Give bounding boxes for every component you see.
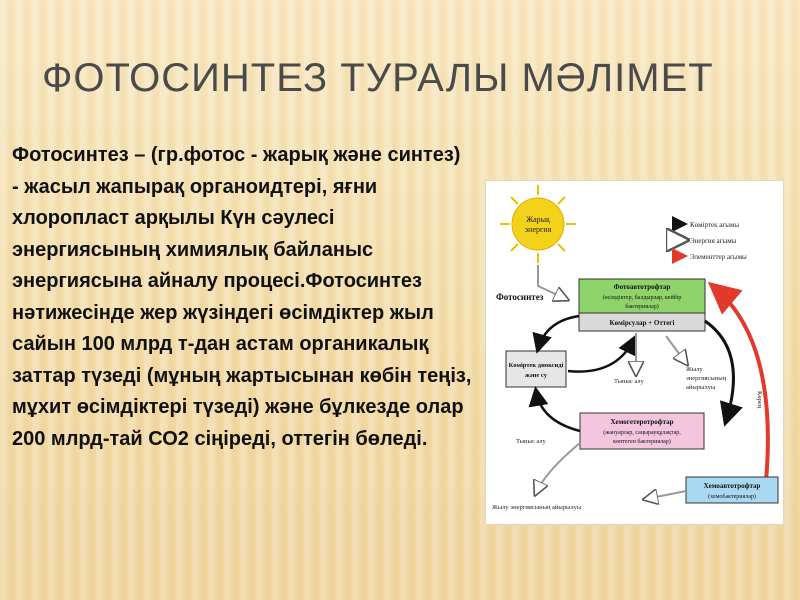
co2-water-label-2: және су [525,372,548,379]
legend-energy-label: Энергия ағымы [690,237,737,245]
chemoautotrophs-title: Хемоавтотрофтар [704,482,761,490]
heat-bottom-label: Жылу энергиясының айырылуы [492,504,582,511]
chemoheterotrophs-box [579,412,705,450]
photoautotrophs-sub-1: (өсімдіктер, балдырлар, кейбір [603,294,682,301]
decay-label: Көрең [756,391,763,409]
co2-water-box [505,350,567,388]
chemoheterotrophs-sub-2: көптеген бактериялар) [613,438,671,445]
carbon-cycle-diagram: Жарық энергия Көміртек ағымы Энергия ағы… [486,181,783,524]
respiration-arrow-bottom [536,442,581,493]
photosynthesis-label: Фотосинтез [496,292,544,302]
carbon-arrow-co2-to-photo [567,334,637,373]
heat-arrow-top [665,335,686,363]
sun-label-1: Жарық [526,215,550,224]
respiration-bottom-label: Тыныс алу [516,438,547,445]
photoautotrophs-sub-2: бактериялар) [625,303,658,310]
chemoheterotrophs-sub-1: (жануарлар, саңырауқұлақтар, [603,429,681,436]
diagram-canvas: Жарық энергия Көміртек ағымы Энергия ағы… [492,185,779,511]
sun-icon [500,185,576,263]
photoautotrophs-title: Фотоавтотрофтар [614,283,671,291]
sun-energy-arrow [537,265,566,299]
heat-label-2: энергиясының [686,375,727,382]
respiration-top-label: Тыныс алу [614,378,645,385]
legend-elements-label: Элементтер ағымы [690,253,747,261]
slide-body-text: Фотосинтез – (гр.фотос - жарық және синт… [12,144,472,450]
co2-water-label-1: Көміртек диоксиді [509,362,564,369]
photoautotrophs-box [578,278,706,314]
carbon-arrow-photo-to-chemohetero [704,319,743,427]
heat-label-3: айырылуы [686,384,716,391]
elements-arrow [707,281,770,482]
chemoautotrophs-sub: (хемобактериялар) [708,493,756,500]
carbon-arrow-chemohetero-to-co2 [528,386,581,433]
legend-carbon-label: Көміртек ағымы [690,221,739,229]
chemoheterotrophs-title: Хемогетеротрофтар [610,418,673,426]
carbon-arrow-photo-to-co2 [532,314,580,354]
slide-title: ФОТОСИНТЕЗ ТУРАЛЫ МӘЛІМЕТ [42,56,714,100]
sun-label-2: энергия [525,225,552,234]
legend: Көміртек ағымы Энергия ағымы Элементтер … [674,216,747,264]
chemoautotrophs-box [685,476,779,504]
heat-label-1: Жылу [686,366,703,373]
chemoauto-heat-arrow [646,491,687,499]
carbs-oxygen-label: Көмірсулар + Оттегі [610,319,675,327]
